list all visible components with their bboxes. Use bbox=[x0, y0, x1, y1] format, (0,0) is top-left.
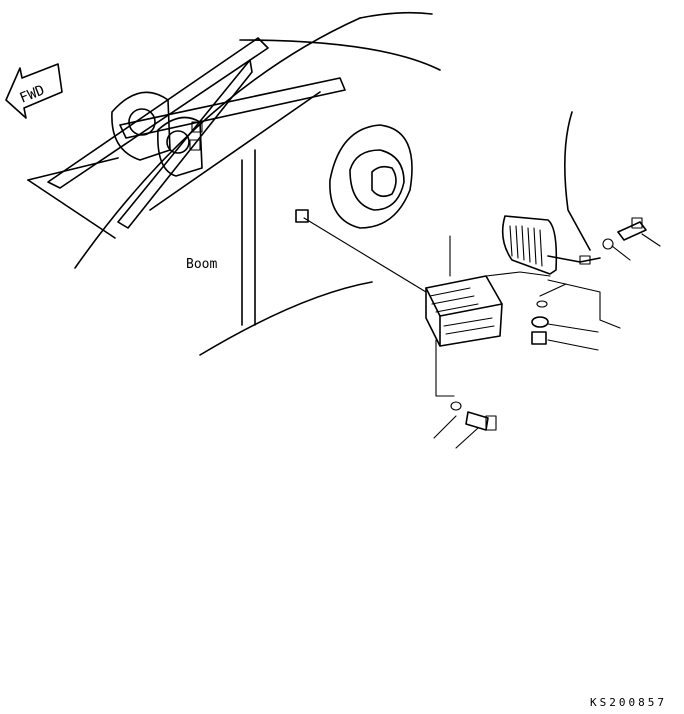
fwd-label: FWD bbox=[18, 82, 47, 106]
lamp-housing bbox=[425, 235, 551, 347]
washer bbox=[536, 300, 548, 308]
bolt-upper-right bbox=[602, 217, 661, 261]
washer bbox=[531, 316, 549, 328]
lower-hardware bbox=[433, 300, 599, 449]
boom-label: Boom bbox=[186, 257, 217, 272]
boom-outline bbox=[27, 11, 441, 356]
washer bbox=[450, 401, 462, 411]
nut bbox=[531, 331, 547, 345]
work-lamp bbox=[501, 215, 601, 275]
boom-boss bbox=[329, 124, 413, 229]
bolt-head bbox=[191, 121, 203, 133]
bolt-head bbox=[189, 139, 201, 151]
pin-hole bbox=[166, 130, 190, 154]
bolt-head bbox=[485, 415, 497, 431]
washer bbox=[602, 238, 614, 250]
boom-linkage bbox=[47, 37, 346, 229]
leader-lines bbox=[295, 209, 621, 397]
boom-edge bbox=[564, 111, 591, 251]
pin-hole bbox=[128, 108, 156, 136]
fwd-arrow: FWD bbox=[5, 63, 63, 119]
lamp-bracket bbox=[579, 255, 591, 265]
drawing-code: KS200857 bbox=[590, 696, 667, 709]
